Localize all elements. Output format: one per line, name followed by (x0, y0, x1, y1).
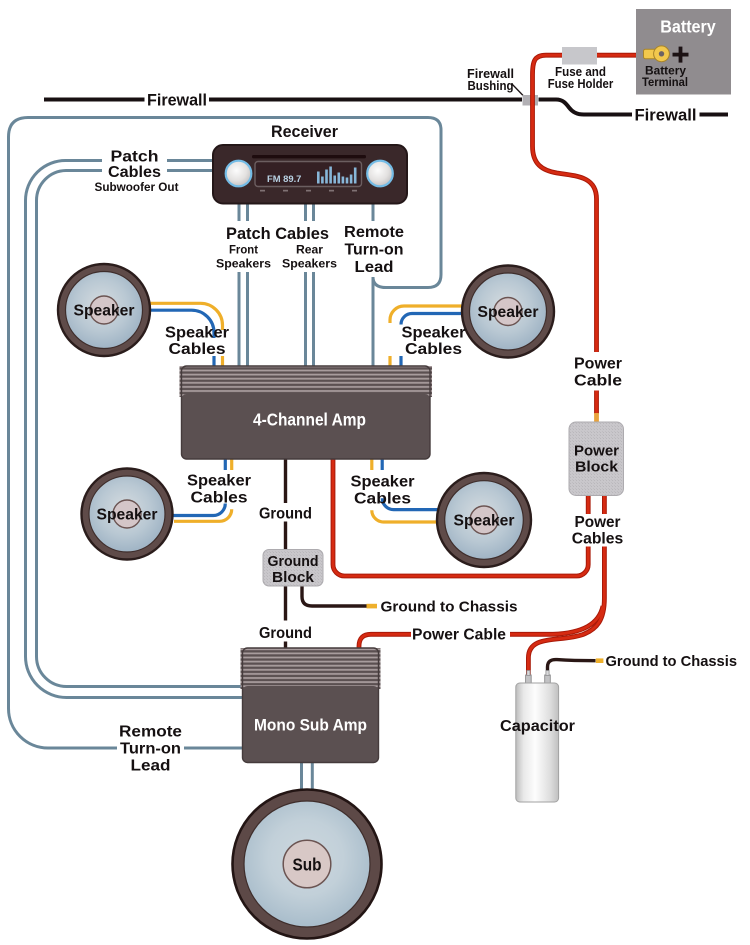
svg-text:Speakers: Speakers (216, 257, 271, 271)
svg-text:Patch: Patch (111, 149, 159, 166)
svg-text:Battery: Battery (660, 17, 716, 37)
svg-text:Ground: Ground (259, 506, 312, 523)
svg-text:Speaker: Speaker (165, 325, 229, 342)
svg-text:Bushing: Bushing (468, 78, 514, 93)
svg-text:Remote: Remote (344, 224, 404, 241)
svg-text:Power Cable: Power Cable (412, 627, 506, 644)
svg-text:Block: Block (272, 570, 315, 586)
svg-text:Lead: Lead (131, 758, 171, 775)
svg-text:Receiver: Receiver (271, 123, 339, 141)
svg-text:Fuse and: Fuse and (555, 64, 606, 79)
svg-text:Remote: Remote (119, 724, 182, 741)
svg-text:FM 89.7: FM 89.7 (267, 173, 301, 184)
svg-text:Turn-on: Turn-on (120, 741, 181, 758)
svg-text:Speaker: Speaker (187, 473, 251, 490)
svg-text:Front: Front (229, 243, 258, 257)
svg-text:Lead: Lead (355, 259, 394, 276)
svg-text:Battery: Battery (645, 64, 686, 78)
svg-text:Cables: Cables (191, 490, 248, 507)
svg-text:Speaker: Speaker (478, 304, 539, 321)
svg-text:Firewall: Firewall (467, 66, 514, 81)
svg-text:Terminal: Terminal (642, 75, 688, 89)
svg-text:Patch Cables: Patch Cables (226, 225, 329, 243)
svg-text:Firewall: Firewall (147, 92, 207, 110)
svg-text:Cables: Cables (354, 491, 411, 508)
svg-text:Fuse Holder: Fuse Holder (548, 76, 614, 91)
svg-text:Speaker: Speaker (351, 474, 415, 491)
svg-text:Speaker: Speaker (74, 303, 135, 320)
svg-text:Sub: Sub (293, 855, 322, 875)
svg-text:Ground: Ground (259, 625, 312, 642)
svg-text:Speaker: Speaker (454, 513, 515, 530)
svg-text:Speaker: Speaker (402, 325, 466, 342)
svg-text:Cables: Cables (405, 341, 462, 358)
svg-text:Power: Power (574, 444, 619, 460)
svg-text:Subwoofer Out: Subwoofer Out (95, 180, 179, 194)
svg-text:Ground to Chassis: Ground to Chassis (381, 599, 518, 616)
svg-text:Cables: Cables (108, 164, 161, 181)
svg-text:Block: Block (575, 460, 619, 476)
svg-text:Ground to Chassis: Ground to Chassis (606, 653, 738, 670)
svg-text:Cables: Cables (169, 341, 226, 358)
svg-text:Ground: Ground (268, 554, 319, 570)
svg-text:Power: Power (575, 514, 621, 531)
svg-text:Power: Power (574, 356, 622, 373)
svg-text:4-Channel Amp: 4-Channel Amp (253, 410, 366, 430)
svg-text:Cables: Cables (572, 531, 624, 548)
svg-text:Capacitor: Capacitor (500, 718, 575, 735)
svg-text:Rear: Rear (296, 243, 323, 257)
svg-text:Speakers: Speakers (282, 257, 337, 271)
svg-text:Speaker: Speaker (97, 507, 158, 524)
svg-text:Cable: Cable (574, 373, 622, 390)
svg-text:Mono Sub Amp: Mono Sub Amp (254, 716, 367, 735)
svg-text:Turn-on: Turn-on (345, 242, 404, 259)
svg-text:Firewall: Firewall (635, 107, 697, 125)
